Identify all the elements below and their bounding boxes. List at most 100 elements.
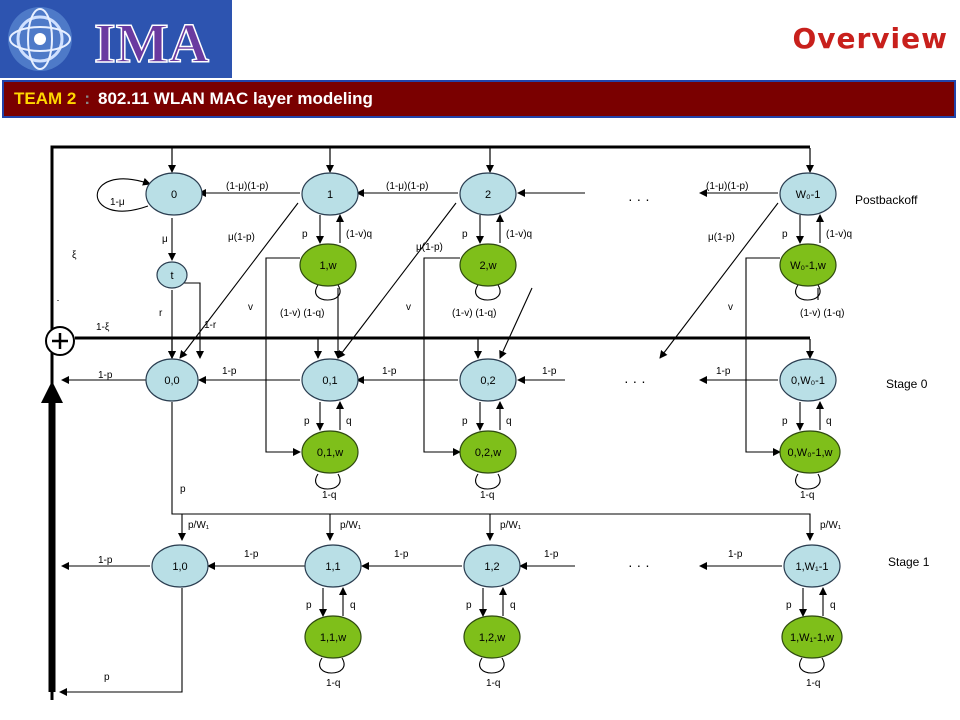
ima-logo: IMA [0, 0, 232, 78]
state-1-1-w [304, 615, 362, 659]
edge-label: 1-p [716, 366, 731, 377]
edge-label: 1-p [382, 366, 397, 377]
team-banner: TEAM 2 : 802.11 WLAN MAC layer modeling [2, 80, 956, 118]
edge-label: (1-μ)(1-p) [706, 181, 748, 192]
label-0: 0 [171, 189, 177, 201]
label-w0-1-w: W₀-1,w [790, 260, 826, 272]
state-w0-1-w [779, 243, 837, 287]
edge-label: v [248, 302, 253, 313]
edge-label: 1-q [326, 678, 340, 689]
edge-label: 1-p [394, 549, 409, 560]
team-label: TEAM 2 [14, 89, 77, 108]
state-1-0 [151, 544, 209, 588]
label-0-1: 0,1 [322, 375, 337, 387]
edge-label: q [346, 416, 352, 427]
edge-label: (1-v) (1-q) [280, 308, 324, 319]
edge-label: 1-p [542, 366, 557, 377]
edge-label: q [506, 416, 512, 427]
edge-label: 1-p [728, 549, 743, 560]
edges [57, 177, 827, 696]
edge-label: p [462, 229, 468, 240]
edge-label: 1-p [544, 549, 559, 560]
state-0-1-w [301, 430, 359, 474]
blue-nodes [145, 172, 841, 588]
label-1-1: 1,1 [325, 561, 340, 573]
topic-label: 802.11 WLAN MAC layer modeling [98, 89, 373, 108]
edge-label: p [104, 672, 110, 683]
state-1 [301, 172, 359, 216]
edge-label: p [466, 600, 472, 611]
edge-label: q [350, 600, 356, 611]
label-1: 1 [327, 189, 333, 201]
row-labels: Postbackoff Stage 0 Stage 1 [855, 193, 930, 569]
ellipsis: · · · [624, 373, 646, 389]
edge-label: (1-v) (1-q) [800, 308, 844, 319]
edge-label: p [462, 416, 468, 427]
edge-label: (1-v)q [826, 229, 852, 240]
edge-label: r [159, 308, 163, 319]
edge-label: p [180, 484, 186, 495]
state-1-w1-1-w [781, 615, 843, 659]
node-labels: 0 1 2 W₀-1 t 1,w 2,w W₀-1,w 0,0 0,1 0,2 … [164, 189, 834, 644]
state-t [156, 261, 188, 289]
edge-label: q [830, 600, 836, 611]
state-1-w1-1 [783, 544, 841, 588]
edge-label: μ(1-p) [708, 232, 735, 243]
label-t: t [170, 270, 173, 282]
edge-label: 1-r [204, 320, 217, 331]
edge-label: (1-v)q [506, 229, 532, 240]
edge-label: 1-q [486, 678, 500, 689]
label-1-w1-1-w: 1,W₁-1,w [790, 632, 834, 644]
edge-label: 1-q [480, 490, 494, 501]
edge-label: p/W₁ [340, 520, 362, 531]
state-1-w [299, 243, 357, 287]
edge-label: q [510, 600, 516, 611]
label-0-1-w: 0,1,w [317, 447, 343, 459]
row-label-postbackoff: Postbackoff [855, 193, 918, 207]
logo-text: IMA [94, 13, 210, 75]
markov-chain-diagram: 0 1 2 W₀-1 t 1,w 2,w W₀-1,w 0,0 0,1 0,2 … [41, 145, 930, 700]
state-w0-1 [779, 172, 837, 216]
edge-label: μ(1-p) [416, 242, 443, 253]
edge-label: p [782, 229, 788, 240]
edge-label: p [306, 600, 312, 611]
edge-label: v [728, 302, 733, 313]
state-2-w [459, 243, 517, 287]
edge-label: 1-q [800, 490, 814, 501]
edge-label: p [304, 416, 310, 427]
label-1-2: 1,2 [484, 561, 499, 573]
row-label-stage1: Stage 1 [888, 555, 930, 569]
edge-label: v [406, 302, 411, 313]
ellipsis: · · · [628, 557, 650, 573]
edge-label: p [786, 600, 792, 611]
edge-label: 1-p [98, 555, 113, 566]
edge-label: q [826, 416, 832, 427]
edge-label: (1-μ)(1-p) [386, 181, 428, 192]
state-0-1 [301, 358, 359, 402]
state-0 [145, 172, 203, 216]
state-0-0 [145, 358, 199, 402]
edge-label: p [782, 416, 788, 427]
label-2-w: 2,w [479, 260, 496, 272]
edge-label: (1-v) (1-q) [452, 308, 496, 319]
state-0-2 [459, 358, 517, 402]
edge-label: μ(1-p) [228, 232, 255, 243]
edge-label: (1-v)q [346, 229, 372, 240]
green-nodes [299, 243, 843, 659]
plus-node [45, 326, 75, 356]
label-0-0: 0,0 [164, 375, 179, 387]
edge-label: p/W₁ [188, 520, 210, 531]
edge-label: p/W₁ [820, 520, 842, 531]
label-0-w0-1-w: 0,W₀-1,w [788, 447, 833, 459]
edge-label: p [302, 229, 308, 240]
label-0-w0-1: 0,W₀-1 [791, 375, 825, 387]
state-0-w0-1-w [779, 430, 841, 474]
edge-label: 1-μ [110, 197, 125, 208]
state-1-1 [304, 544, 362, 588]
label-1-w: 1,w [319, 260, 336, 272]
label-1-w1-1: 1,W₁-1 [795, 561, 828, 573]
label-0-2-w: 0,2,w [475, 447, 501, 459]
state-2 [459, 172, 517, 216]
state-1-2-w [463, 615, 521, 659]
edge-label: 1-p [244, 549, 259, 560]
